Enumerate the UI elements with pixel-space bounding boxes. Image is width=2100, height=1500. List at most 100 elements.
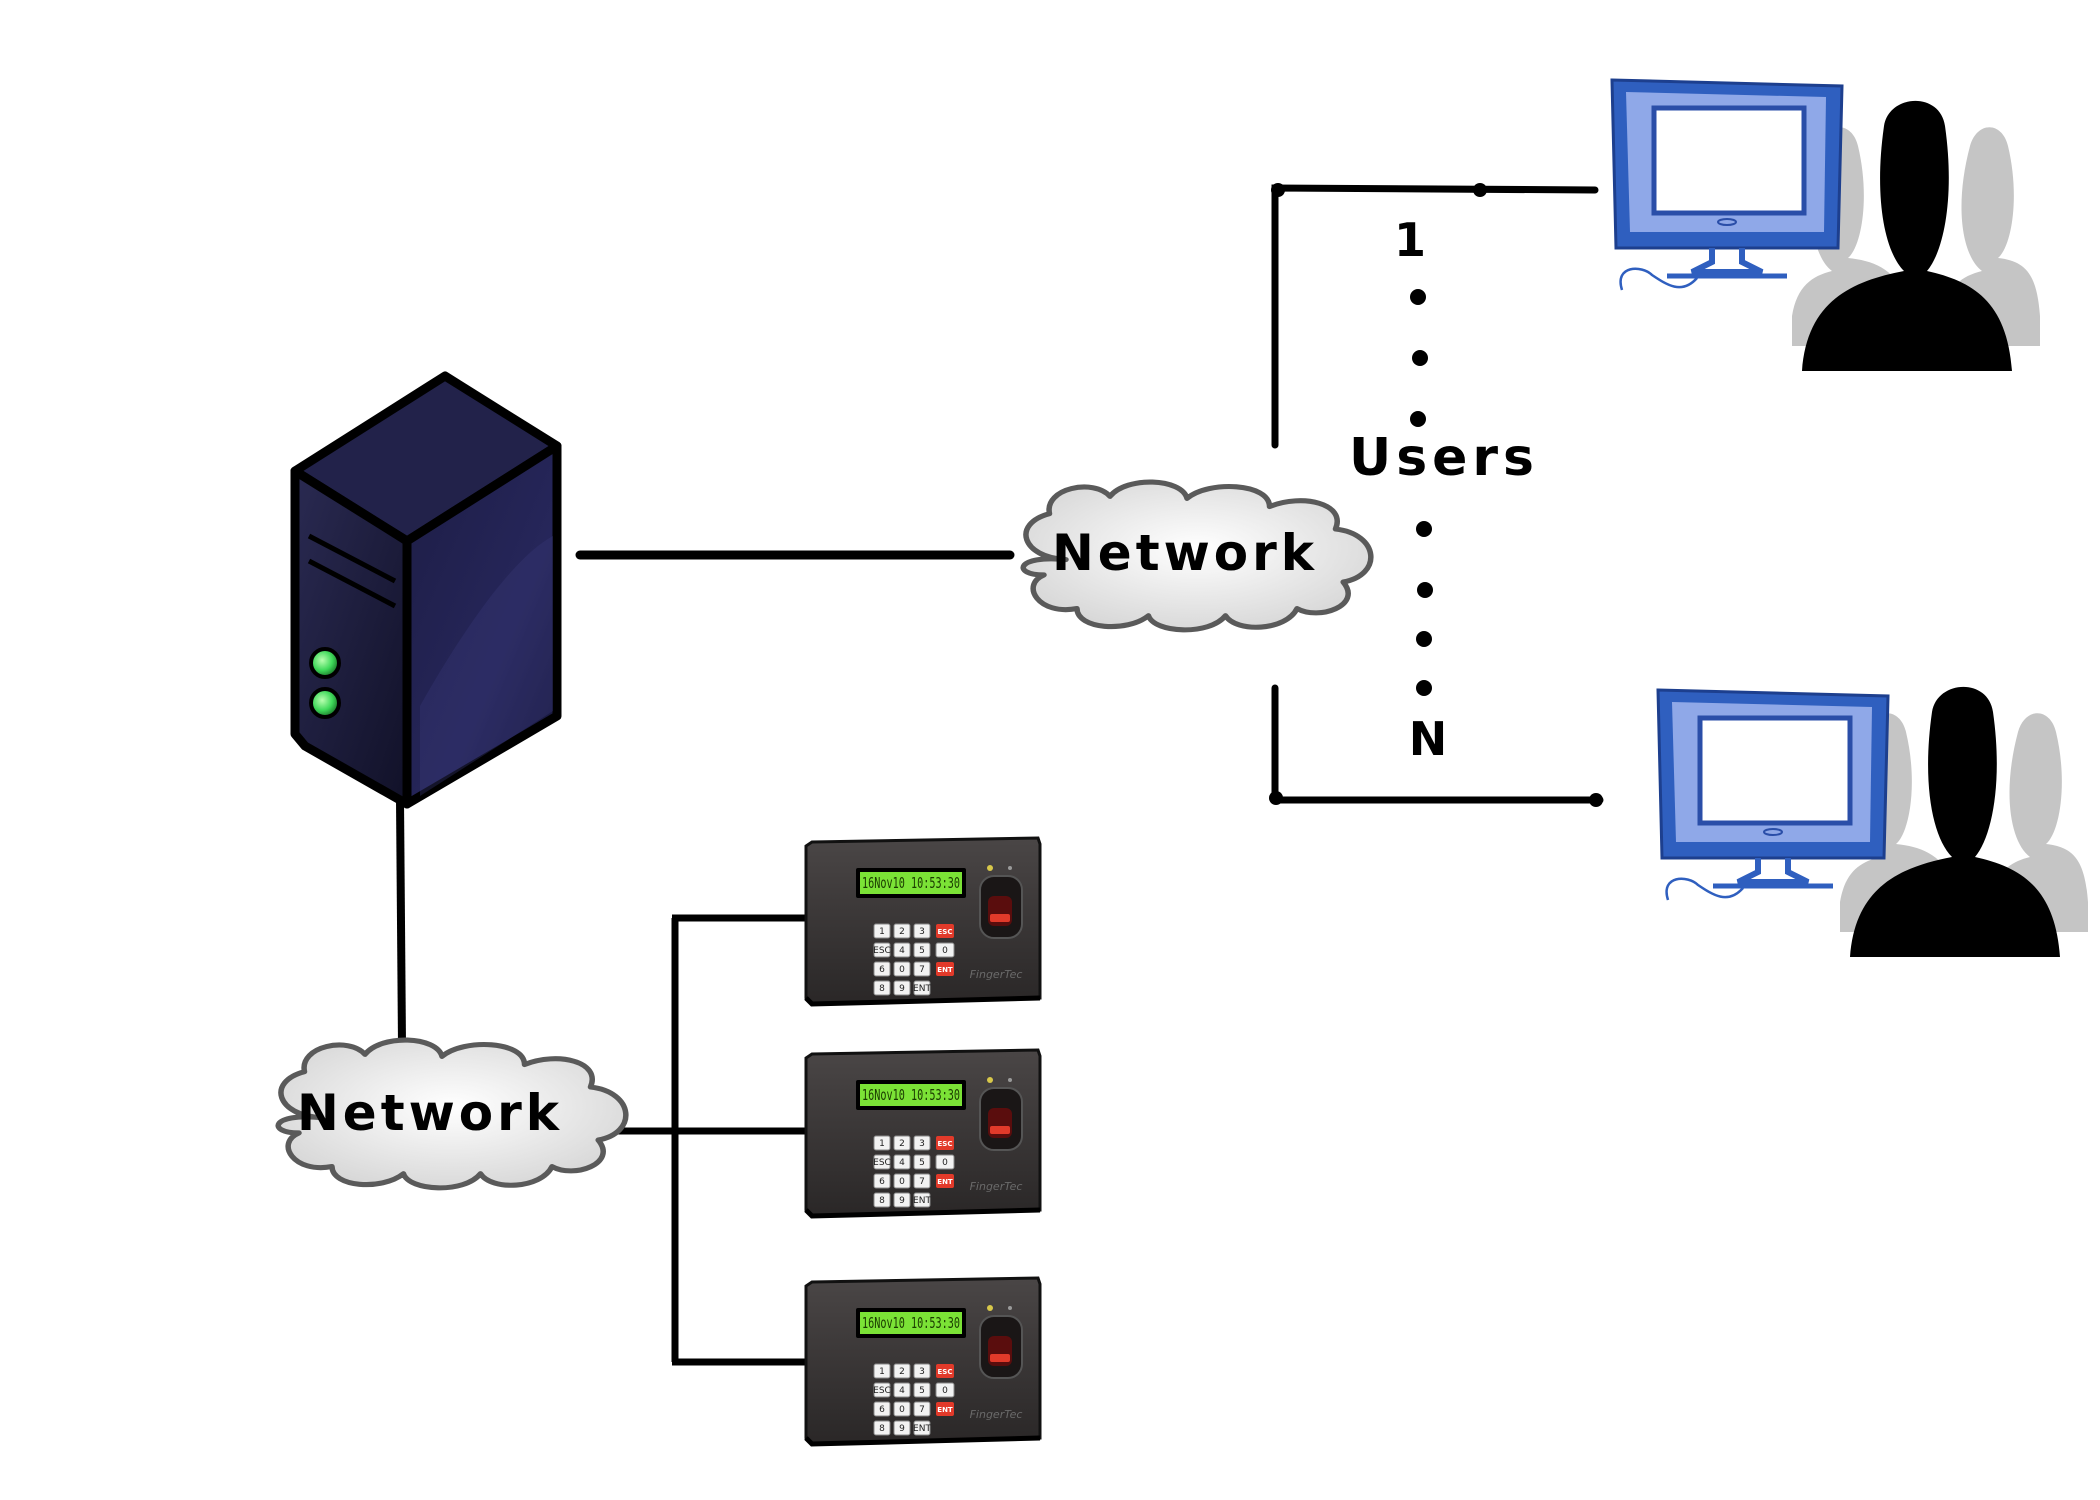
- ent-key: [936, 1402, 954, 1416]
- keypad-key-label: 5: [919, 1158, 925, 1168]
- keypad-key: [893, 961, 911, 977]
- keypad-key: [893, 1382, 911, 1398]
- keypad-key: [893, 1135, 911, 1151]
- server-icon: [290, 371, 562, 809]
- keypad-key: [913, 961, 931, 977]
- terminal-brand-label: FingerTec: [970, 1408, 1023, 1421]
- keypad-key: [873, 1363, 891, 1379]
- keypad-key-label: 9: [899, 1424, 905, 1434]
- ent-key-label: ENT: [937, 966, 953, 974]
- keypad-key-label: 7: [919, 1177, 925, 1187]
- computer-monitor-icon: [1612, 80, 1842, 290]
- computer-monitor-icon: [1658, 690, 1888, 900]
- network-cloud-upper-label: Network: [1052, 524, 1318, 582]
- keypad-key: [893, 1363, 911, 1379]
- server-led-icon: [309, 647, 341, 679]
- keypad-key-label: 3: [919, 1367, 925, 1377]
- keypad-key: [913, 923, 931, 939]
- esc-key-label: ESC: [938, 1140, 953, 1148]
- users-ellipsis-upper: [1410, 289, 1428, 427]
- users-label: Users: [1349, 428, 1539, 488]
- network-cloud-lower-label: Network: [297, 1084, 563, 1142]
- keypad-key: [913, 980, 931, 996]
- keypad-key: [873, 1420, 891, 1436]
- keypad-key: [913, 1363, 931, 1379]
- keypad-key-label: 8: [879, 984, 885, 994]
- keypad-key: [873, 923, 891, 939]
- user-workstation-last: [1658, 686, 2088, 957]
- keypad-key: [893, 1420, 911, 1436]
- keypad-key-label: 4: [899, 946, 905, 956]
- keypad-key: [873, 1135, 891, 1151]
- keypad-key: [873, 1382, 891, 1398]
- terminal-display-text: 16Nov10 10:53:30: [862, 1086, 960, 1104]
- keypad-key: [873, 1173, 891, 1189]
- users-first-index: 1: [1394, 213, 1426, 267]
- keypad-key: [913, 1135, 931, 1151]
- keypad-key-label: 1: [879, 1367, 885, 1377]
- keypad-key-label: 1: [879, 1139, 885, 1149]
- keypad-key: [913, 1401, 931, 1417]
- esc-key-label: ESC: [938, 928, 953, 936]
- keypad-key-label: 2: [899, 1367, 905, 1377]
- users-bracket: [1269, 183, 1604, 807]
- keypad-key-label: ESC: [873, 1386, 891, 1396]
- users-last-index: N: [1409, 712, 1448, 766]
- keypad-key: [893, 1173, 911, 1189]
- keypad-key: [893, 942, 911, 958]
- keypad-key: [893, 923, 911, 939]
- keypad-key-label: 6: [879, 1405, 885, 1415]
- keypad-key-label: ENT: [913, 1196, 931, 1206]
- keypad-key: [873, 961, 891, 977]
- keypad-key-label: 4: [899, 1386, 905, 1396]
- keypad-key: [913, 1173, 931, 1189]
- ent-key-label: ENT: [937, 1406, 953, 1414]
- users-ellipsis-lower: [1416, 521, 1433, 696]
- esc-key-label: ESC: [938, 1368, 953, 1376]
- keypad-key: [873, 1192, 891, 1208]
- keypad-key-label: 1: [879, 927, 885, 937]
- terminal-display-text: 16Nov10 10:53:30: [862, 874, 960, 892]
- keypad-key-label: 0: [942, 1386, 948, 1396]
- server-led-icon: [309, 687, 341, 719]
- ent-key: [936, 962, 954, 976]
- keypad-key-label: 3: [919, 927, 925, 937]
- keypad-key-label: ESC: [873, 946, 891, 956]
- keypad-key: [913, 942, 931, 958]
- keypad-key-label: 6: [879, 965, 885, 975]
- keypad-key-label: 0: [899, 965, 905, 975]
- keypad-key-label: 5: [919, 946, 925, 956]
- keypad-key: [873, 1401, 891, 1417]
- keypad-key: [913, 1192, 931, 1208]
- user-workstation-first: [1612, 80, 2040, 371]
- esc-key: [936, 924, 954, 938]
- keypad-key-label: 2: [899, 927, 905, 937]
- terminal-brand-label: FingerTec: [970, 1180, 1023, 1193]
- keypad-key-label: 5: [919, 1386, 925, 1396]
- keypad-key-label: 6: [879, 1177, 885, 1187]
- keypad-key-label: 0: [899, 1405, 905, 1415]
- keypad-key-label: 7: [919, 1405, 925, 1415]
- keypad-key-label: 0: [942, 1158, 948, 1168]
- keypad-key-label: 4: [899, 1158, 905, 1168]
- ent-key: [936, 1174, 954, 1188]
- keypad-key: [913, 1420, 931, 1436]
- keypad-key: [873, 1154, 891, 1170]
- keypad-key: [873, 980, 891, 996]
- keypad-key: [913, 1382, 931, 1398]
- keypad-key-label: 7: [919, 965, 925, 975]
- keypad-key-label: ESC: [873, 1158, 891, 1168]
- esc-key: [936, 1364, 954, 1378]
- terminal-display-text: 16Nov10 10:53:30: [862, 1314, 960, 1332]
- keypad-key: [913, 1154, 931, 1170]
- keypad-key: [893, 1154, 911, 1170]
- keypad-key-label: 0: [942, 946, 948, 956]
- keypad-key: [893, 980, 911, 996]
- esc-key: [936, 1136, 954, 1150]
- keypad-key: [873, 942, 891, 958]
